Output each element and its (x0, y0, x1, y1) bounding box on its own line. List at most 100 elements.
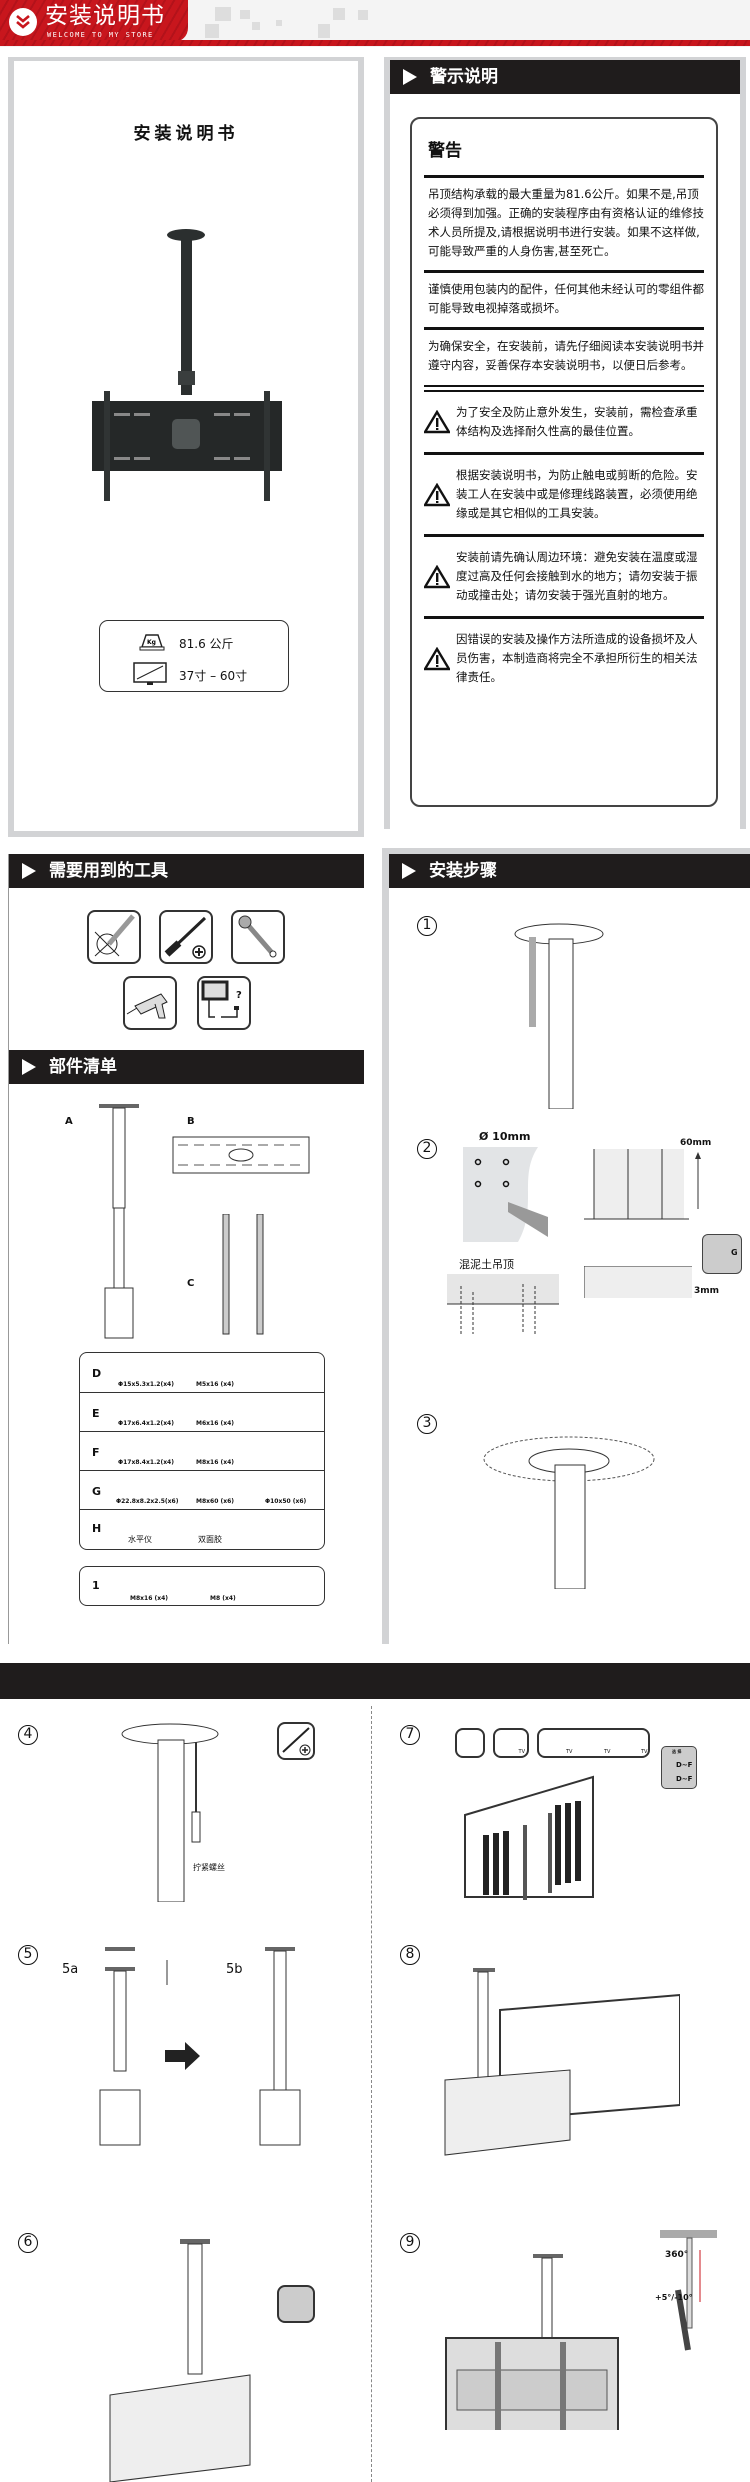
divider (424, 452, 704, 455)
warning-paragraph: 为确保安全，在安装前，请先仔细阅读本安装说明书并遵守内容，妥善保存本安装说明书，… (428, 339, 704, 372)
wrench-icon (231, 910, 285, 964)
step-number: 6 (18, 2233, 38, 2253)
part-name: 双面胶 (198, 1535, 222, 1544)
question-mark: ? (236, 990, 242, 1001)
tools-header: 需要用到的工具 (9, 854, 364, 888)
caution-item: 根据安装说明书，为防止触电或剪断的危险。安装工人在安装中或是修理线路装置，必须使… (424, 466, 704, 523)
warning-header-title: 警示说明 (430, 67, 498, 87)
part-spec: M8x16 (x4) (130, 1595, 168, 1602)
divider (424, 175, 704, 178)
select-hardware-icon: 选 择 D~F D~F (661, 1746, 697, 1789)
anchor-depth-illustration (584, 1149, 701, 1220)
drill-icon (123, 976, 177, 1030)
part-spec: Φ17x8.4x1.2(x4) (118, 1459, 174, 1466)
steps-header-title: 安装步骤 (429, 861, 497, 881)
warning-header: 警示说明 (390, 60, 740, 94)
step-number: 9 (400, 2233, 420, 2253)
triangle-right-icon (22, 863, 36, 879)
caution-item: 因错误的安装及操作方法所造成的设备损坏及人员伤害，本制造商将完全不承担所衍生的相… (424, 630, 704, 687)
divider (424, 327, 704, 330)
tools-header-title: 需要用到的工具 (49, 861, 168, 881)
part-spec: M8x60 (x6) (196, 1498, 234, 1505)
step-number: 4 (18, 1725, 38, 1745)
cover-panel: 安装说明书 Kg 81.6 公斤 37寸 – 60寸 (8, 57, 364, 837)
caution-text: 为了安全及防止意外发生，安装前，需检查承重体结构及选择耐久性高的最佳位置。 (456, 405, 698, 438)
anchor-gap-illustration (584, 1266, 692, 1298)
decor-square (205, 24, 219, 38)
step4-illustration (121, 1723, 219, 1902)
part-spec: Φ22.8x8.2x2.5(x6) (116, 1498, 179, 1505)
caution-item: 安装前请先确认周边环境：避免安装在温度或湿度过高及任何会接触到水的地方；请勿安装… (424, 548, 704, 605)
step6-illustration (109, 2239, 251, 2482)
warning-triangle-icon (424, 564, 450, 588)
warning-heading: 警告 (428, 141, 462, 161)
divider (424, 270, 704, 273)
row-label: 1 (92, 1579, 100, 1592)
row-label: G (92, 1485, 102, 1498)
warning-triangle-icon (424, 410, 450, 434)
parts-header-title: 部件清单 (49, 1057, 117, 1077)
banner-subtitle: WELCOME TO MY STORE (47, 31, 154, 39)
row-label: E (92, 1407, 100, 1420)
tv-size-range: 37寸 – 60寸 (179, 669, 248, 683)
warning-paragraph: 吊顶结构承载的最大重量为81.6公斤。如果不是,吊顶必须得到加强。正确的安装程序… (428, 187, 704, 258)
step5a-label: 5a (62, 1962, 79, 1977)
step-number: 1 (417, 916, 437, 936)
divider (424, 390, 704, 392)
steps-panel: 安装步骤 1 2 Ø 10mm 60mm G 混泥土吊顶 3mm 3 (382, 848, 750, 1644)
product-photo (92, 229, 282, 501)
triangle-right-icon (403, 69, 417, 85)
rotation-label: 360° (665, 2250, 689, 2260)
depth-label: 60mm (680, 1138, 712, 1148)
divider (424, 385, 704, 387)
step-number: 3 (417, 1414, 437, 1434)
triangle-right-icon (402, 863, 416, 879)
cover-title: 安装说明书 (133, 124, 239, 144)
step9-illustration (445, 2254, 619, 2430)
warning-triangle-icon (424, 646, 450, 670)
drill-size: Ø 10mm (479, 1130, 531, 1143)
step8-illustration (444, 1968, 680, 2156)
kg-weight-icon: Kg (139, 634, 165, 651)
decor-square (215, 7, 231, 21)
ceiling-label: 混泥土吊顶 (459, 1258, 514, 1271)
adjustment-range-illustration (660, 2230, 717, 2351)
part-label-c: C (187, 1278, 195, 1289)
part-spec: Φ10x50 (x6) (265, 1498, 307, 1505)
column-divider (371, 1706, 372, 2482)
caution-text: 因错误的安装及操作方法所造成的设备损坏及人员伤害，本制造商将完全不承担所衍生的相… (456, 632, 698, 684)
decor-square (333, 8, 345, 20)
part-b-mounting-plate (172, 1136, 310, 1174)
pencil-icon (87, 910, 141, 964)
hardware-icon (277, 2285, 315, 2323)
part-c-vertical-arms (222, 1214, 264, 1335)
gap-label: 3mm (694, 1286, 720, 1296)
divider (424, 616, 704, 619)
part-spec: M8 (x4) (210, 1595, 236, 1602)
warning-box: 警告 吊顶结构承载的最大重量为81.6公斤。如果不是,吊顶必须得到加强。正确的安… (410, 117, 718, 807)
step-number: 8 (400, 1945, 420, 1965)
banner-title: 安装说明书 (45, 3, 165, 29)
part-g-icon: G (702, 1234, 742, 1274)
ceiling-anchor-illustration (447, 1274, 559, 1334)
extra-hardware-row: 1 M8x16 (x4) M8 (x4) (79, 1566, 325, 1606)
tv-label: TV (518, 1749, 525, 1755)
stud-finder-icon: ? (197, 976, 251, 1030)
part-label-b: B (187, 1116, 195, 1127)
tv-icon (133, 662, 167, 685)
tv-label: TV (604, 1749, 611, 1755)
step-number: 7 (400, 1725, 420, 1745)
part-spec: M5x16 (x4) (196, 1381, 234, 1388)
part-label-a: A (65, 1116, 73, 1127)
tv-label: TV (566, 1749, 573, 1755)
step7-illustration (464, 1775, 594, 1900)
decor-square (318, 24, 330, 38)
banner-strip (0, 40, 750, 46)
